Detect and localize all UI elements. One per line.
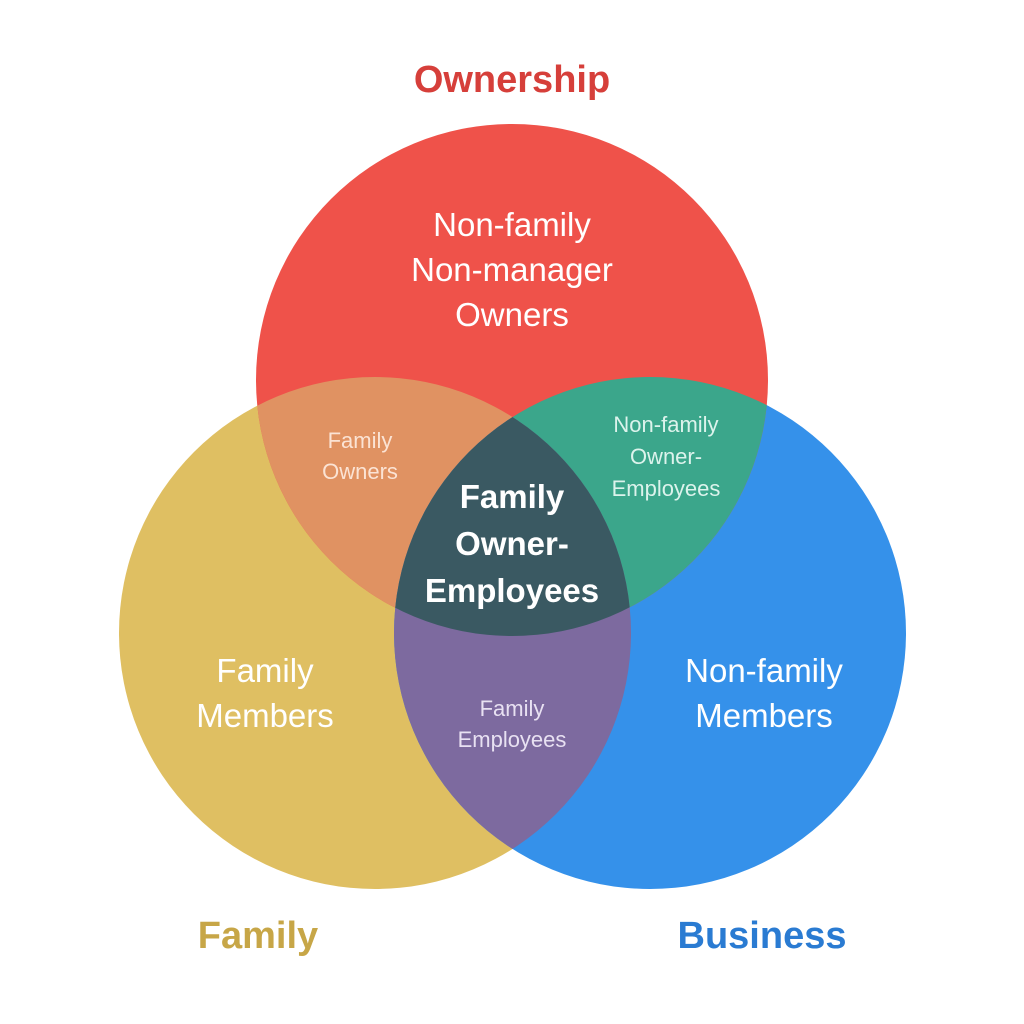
ownership-only-label-line-1: Non-family bbox=[433, 206, 591, 243]
family-employees-label-line-2: Employees bbox=[458, 727, 567, 752]
family-owners-label-line-2: Owners bbox=[322, 459, 398, 484]
business-only-label-line-2: Members bbox=[695, 697, 833, 734]
family-owner-employees-region bbox=[394, 377, 631, 636]
ownership-only-label-line-2: Non-manager bbox=[411, 251, 613, 288]
nonfamily-owner-employees-label-line-2: Owner- bbox=[630, 444, 702, 469]
family-owners-label-line-1: Family bbox=[328, 428, 393, 453]
family-only-label-line-1: Family bbox=[216, 652, 314, 689]
business-title: Business bbox=[678, 915, 847, 957]
family-employees-label-line-1: Family bbox=[480, 696, 545, 721]
ownership-only-label-line-3: Owners bbox=[455, 296, 569, 333]
center-label-line-2: Owner- bbox=[455, 525, 569, 562]
family-only-label-line-2: Members bbox=[196, 697, 334, 734]
family-title: Family bbox=[198, 915, 318, 957]
center-label-line-1: Family bbox=[460, 478, 565, 515]
nonfamily-owner-employees-label-line-3: Employees bbox=[612, 476, 721, 501]
nonfamily-owner-employees-label-line-1: Non-family bbox=[613, 412, 718, 437]
business-only-label-line-1: Non-family bbox=[685, 652, 843, 689]
ownership-title: Ownership bbox=[414, 59, 610, 101]
center-label-line-3: Employees bbox=[425, 572, 599, 609]
